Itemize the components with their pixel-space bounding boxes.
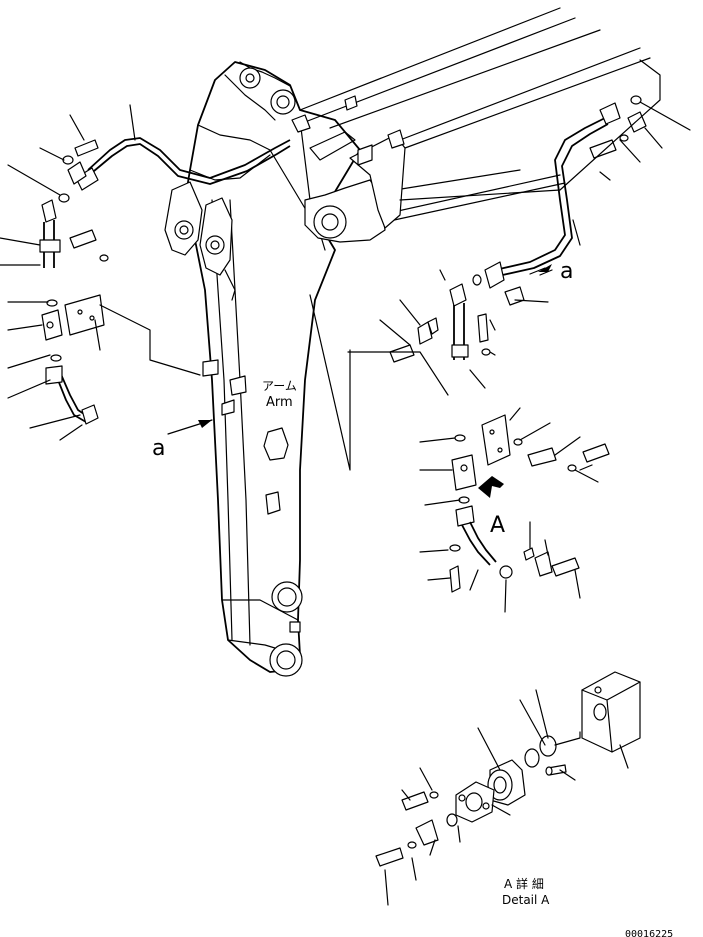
view-a-label: A: [490, 513, 505, 538]
ref-label-a-right: a: [560, 259, 573, 284]
arm-label-jp: アーム: [262, 379, 297, 393]
drawing-number: 00016225: [625, 929, 673, 937]
arm-body: [164, 61, 361, 677]
ref-label-a-left: a: [152, 436, 165, 461]
boom-head: [291, 95, 406, 243]
detail-a-assembly: [375, 671, 641, 906]
view-a-assembly: [167, 264, 610, 613]
left-hose-assembly: [0, 104, 291, 441]
detail-label-en: Detail A: [502, 893, 550, 907]
detail-label-jp: A 詳 細: [504, 876, 544, 891]
right-hose-assembly: [379, 95, 691, 389]
arm-label-en: Arm: [266, 395, 293, 410]
reference-lines: [99, 59, 661, 471]
